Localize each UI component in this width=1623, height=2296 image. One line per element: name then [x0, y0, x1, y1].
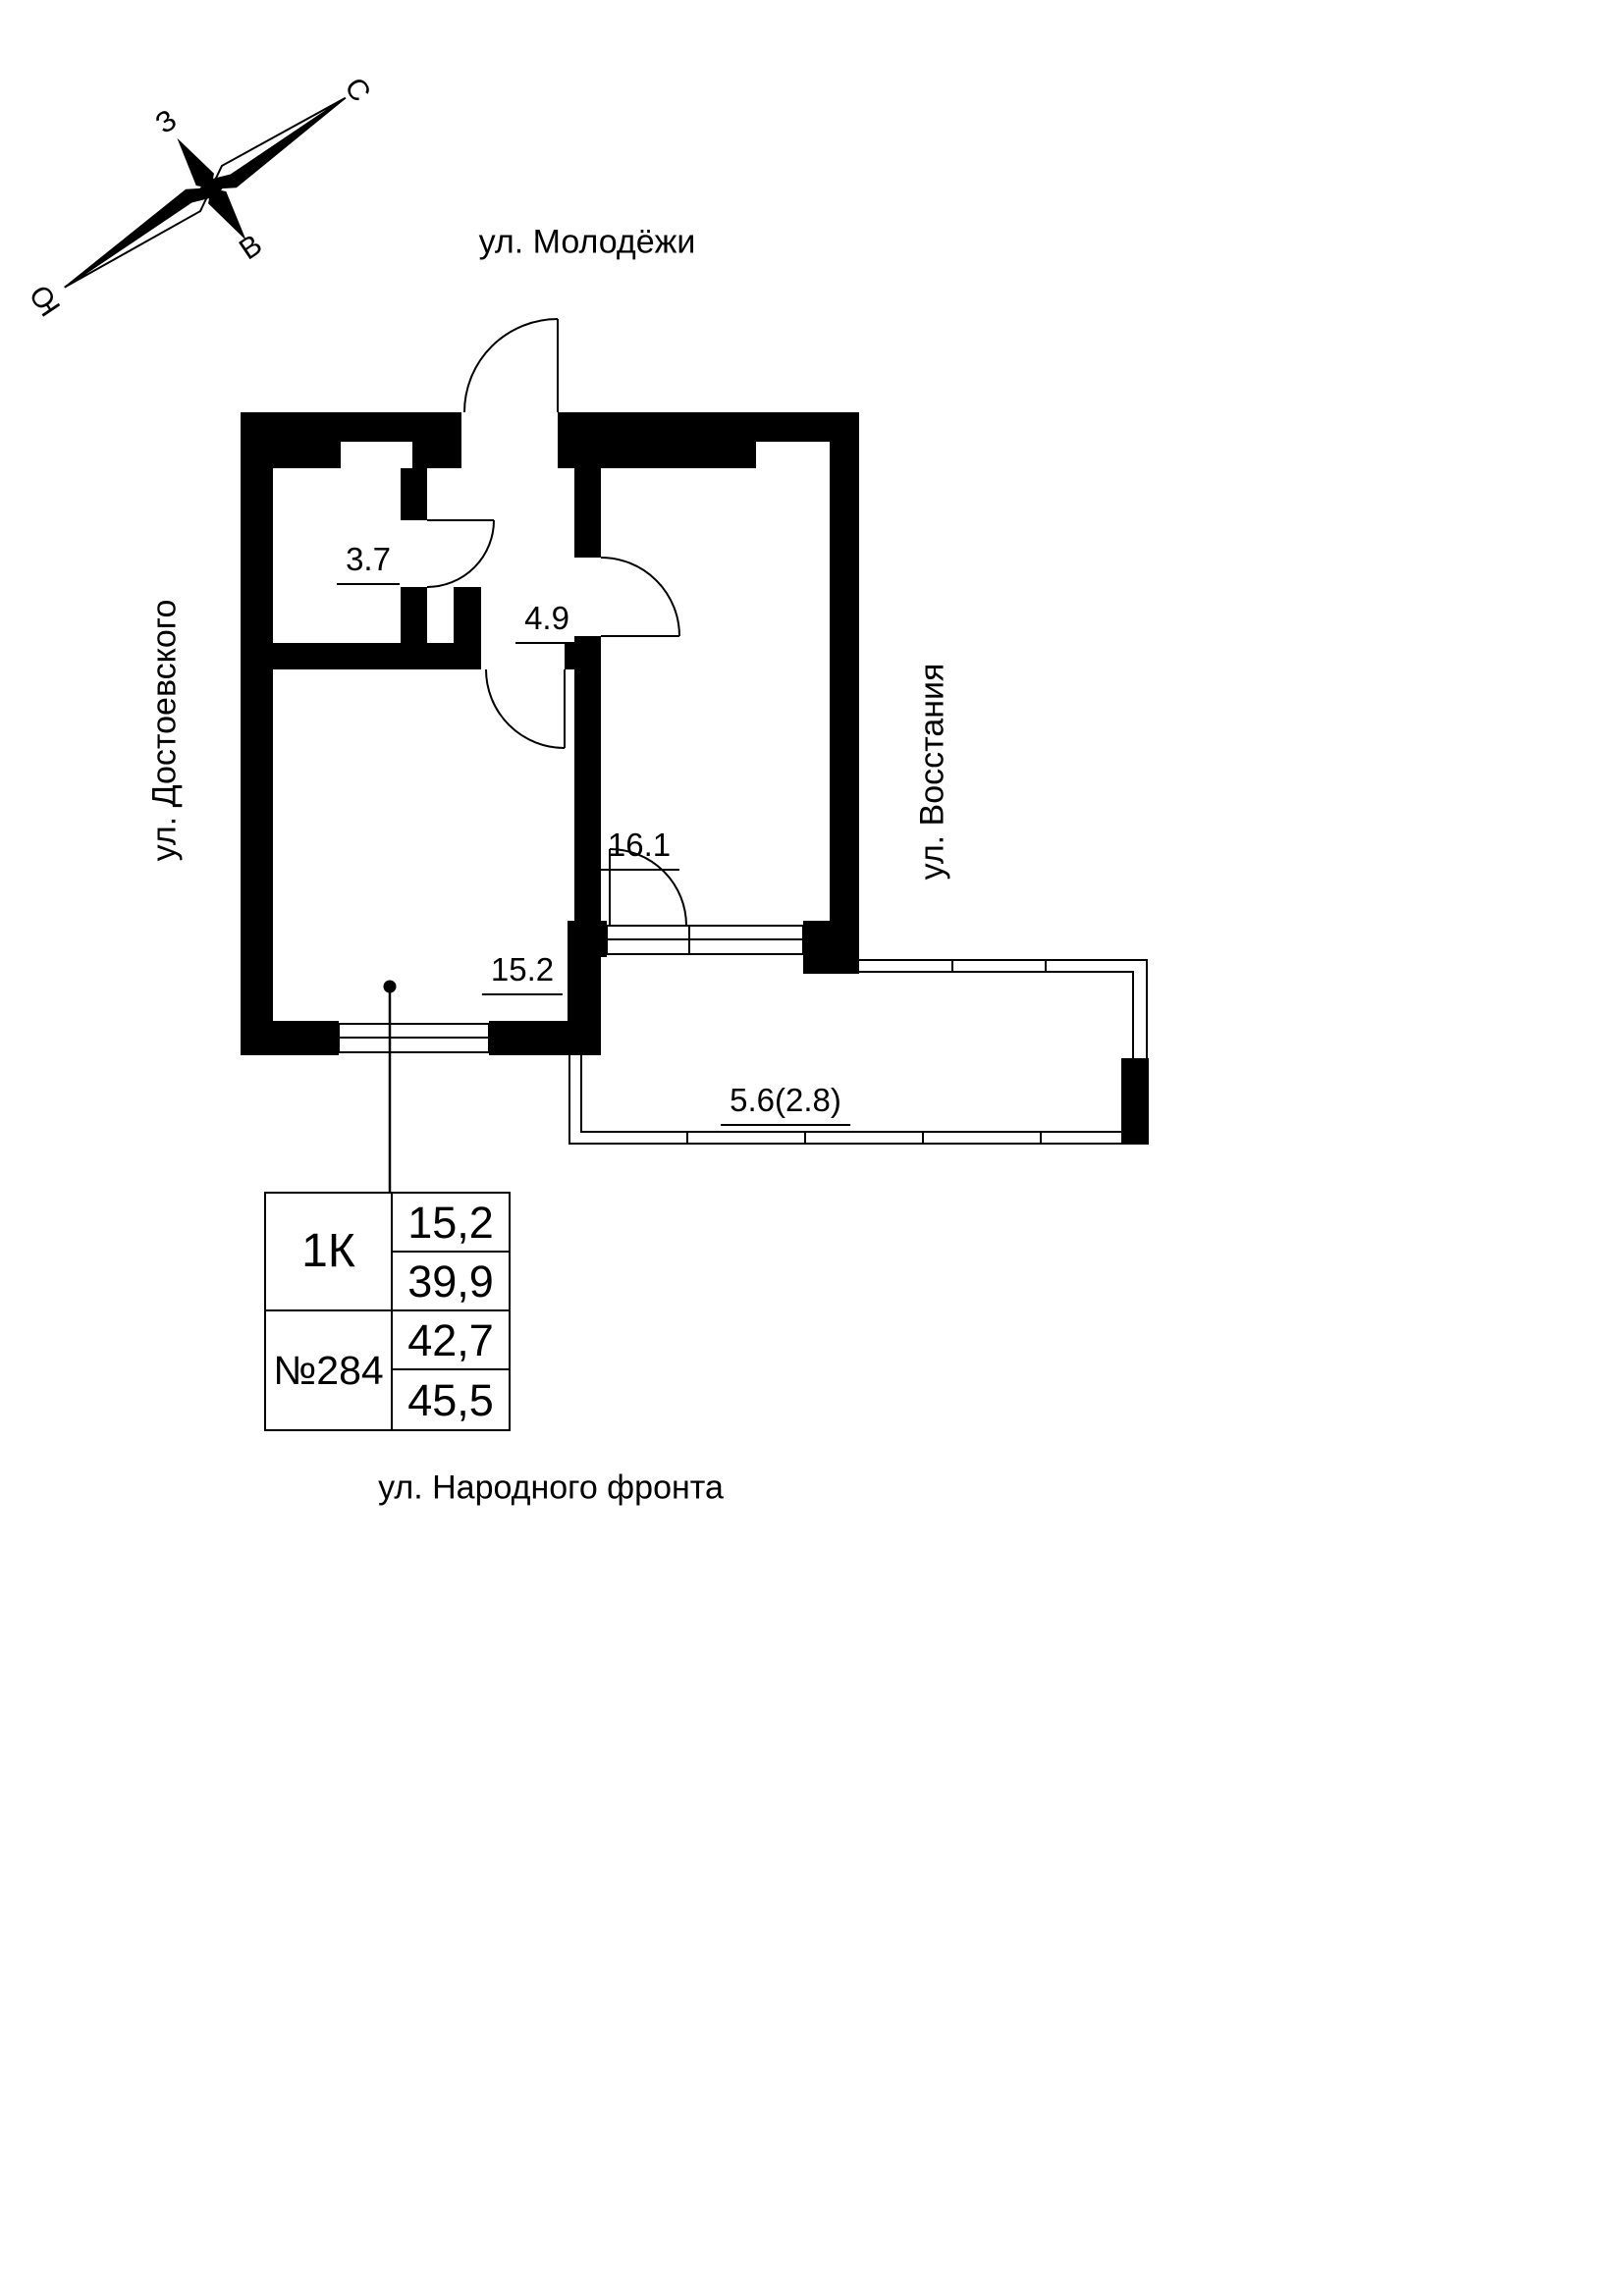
balcony-outline — [568, 959, 1148, 1145]
apartment-number-cell: №284 — [266, 1311, 393, 1429]
entrance-door — [463, 318, 559, 413]
total-area-value: 45,5 — [407, 1374, 494, 1425]
room-label-hallway: 4.9 — [515, 600, 578, 644]
living-room-door — [485, 668, 566, 749]
street-label-right: ул. Восстания — [913, 663, 951, 881]
compass-west-beam — [177, 137, 214, 188]
bedroom-door — [600, 557, 680, 637]
compass-center-diamond — [189, 173, 234, 204]
apartment-type-cell: 1К — [266, 1194, 393, 1311]
leader-dot — [383, 980, 397, 993]
area-with-coefficient-value: 42,7 — [393, 1311, 509, 1370]
street-label-bottom: ул. Народного фронта — [378, 1468, 724, 1507]
walls — [241, 412, 859, 1055]
compass-label-north: С — [338, 72, 376, 107]
balcony-glazing-ticks — [686, 960, 1047, 1144]
compass-south-beam — [64, 186, 214, 289]
balcony-glazing-inner — [580, 971, 1134, 1133]
compass-north-beam — [208, 96, 347, 191]
compass-rose: С Ю З В — [24, 72, 377, 322]
area-without-balcony-value: 39,9 — [393, 1253, 509, 1311]
compass-south-beam-dark — [64, 187, 214, 289]
compass-label-west: З — [150, 104, 183, 140]
balcony-divider-wall — [1121, 1058, 1149, 1145]
room-label-bathroom: 3.7 — [337, 541, 400, 585]
wall-niches — [341, 442, 830, 468]
street-label-left: ул. Достоевского — [145, 599, 184, 862]
doors — [426, 318, 687, 927]
balcony-door — [609, 848, 687, 927]
compass-label-south: Ю — [24, 279, 67, 322]
compass-label-east: В — [234, 229, 268, 267]
living-area-value: 15,2 — [393, 1194, 509, 1253]
compass-east-beam — [208, 188, 246, 241]
room-label-balcony: 5.6(2.8) — [721, 1082, 850, 1126]
room-label-bedroom: 16.1 — [598, 827, 680, 871]
compass-north-beam-dark — [208, 97, 347, 189]
bathroom-door — [426, 519, 495, 588]
room-label-living: 15.2 — [481, 951, 564, 995]
apartment-info-table: 1К №284 15,2 39,9 42,7 45,5 — [264, 1192, 511, 1431]
leader — [383, 980, 397, 1192]
street-label-top: ул. Молодёжи — [478, 223, 696, 261]
